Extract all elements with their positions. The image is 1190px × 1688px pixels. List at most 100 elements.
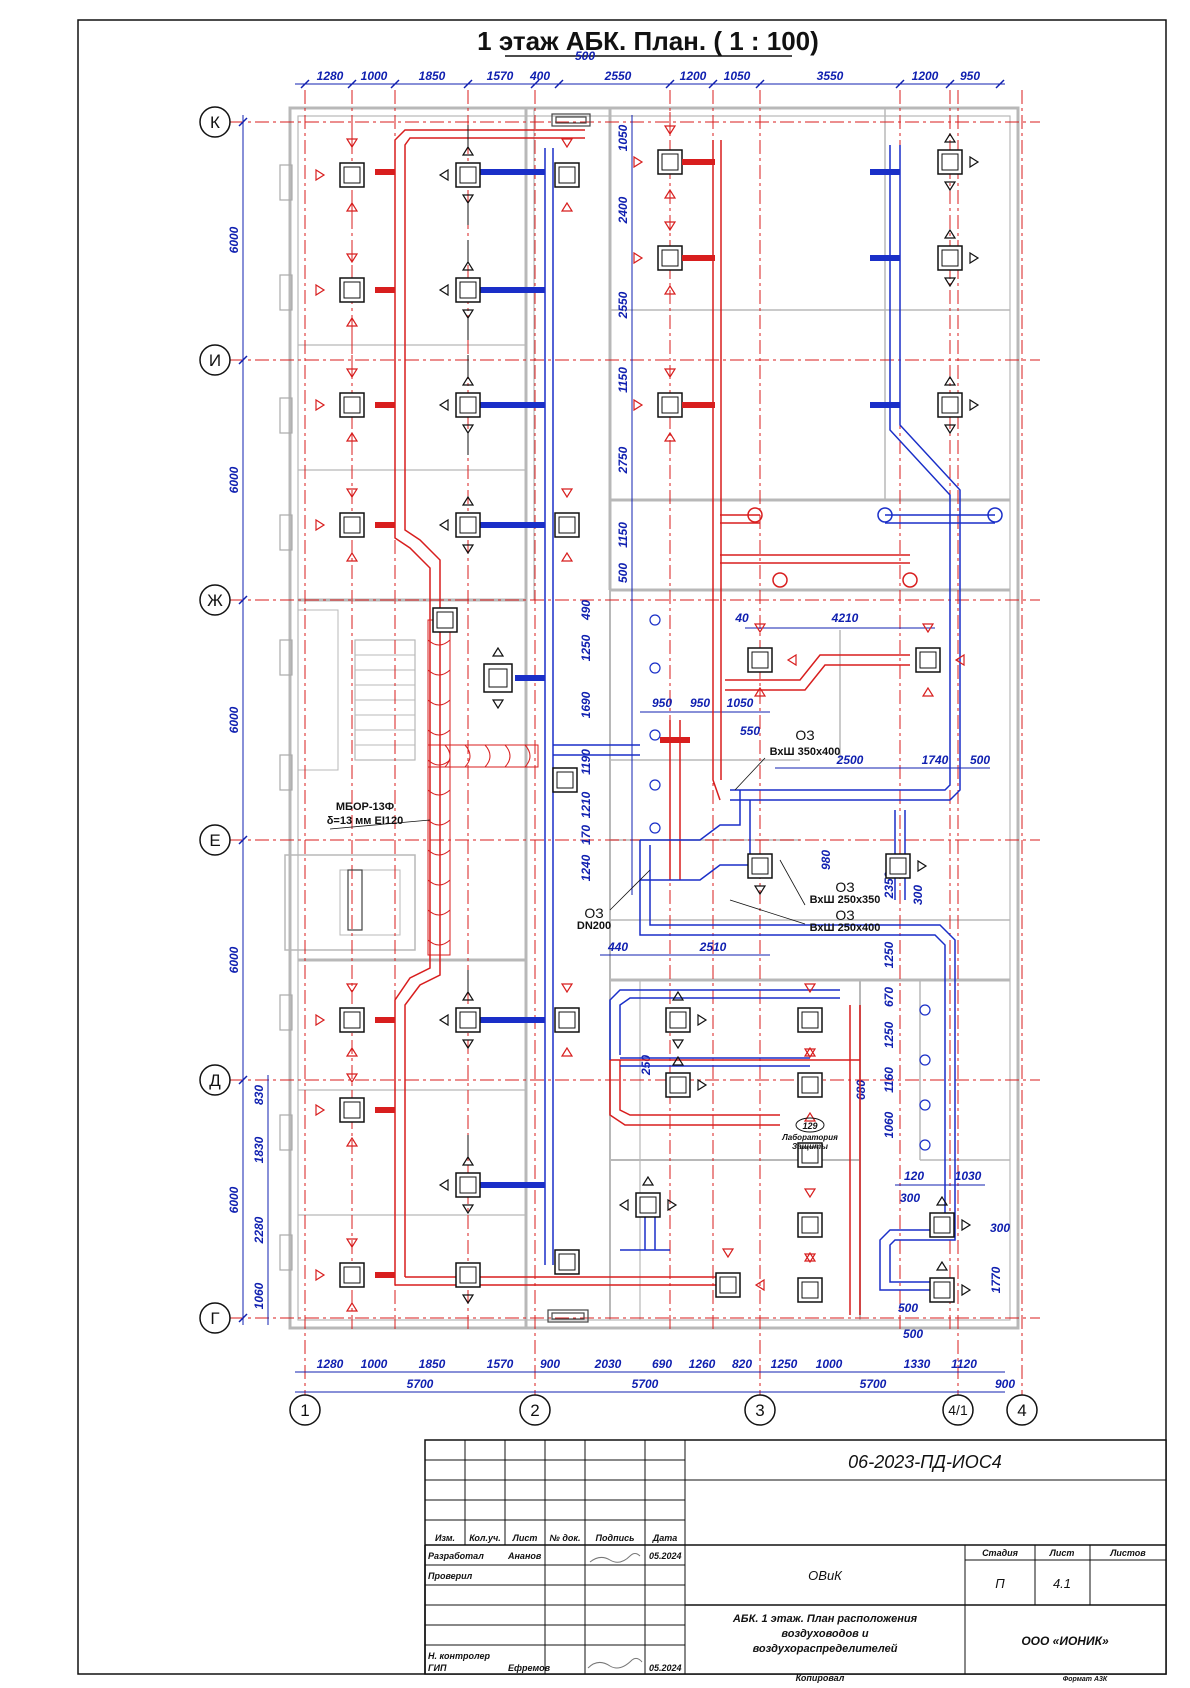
col-axis-3: 3 xyxy=(755,1401,764,1420)
fire-insulation-label-1: МБОР-13Ф xyxy=(336,801,394,813)
dim-ih-14: 300 xyxy=(900,1191,920,1205)
stamp-role: Н. контролер xyxy=(428,1651,490,1661)
diffuser xyxy=(747,623,797,697)
dim-iv-8: 490 xyxy=(579,600,593,621)
stage-value: П xyxy=(995,1576,1005,1591)
dim-irv-1: 980 xyxy=(819,850,833,870)
oz2-size: ВхШ 250х350 xyxy=(810,894,881,906)
room-number: 129 xyxy=(802,1121,817,1131)
dim-ih-2: 4210 xyxy=(831,611,859,625)
dim-total-4: 900 xyxy=(995,1377,1015,1391)
diffuser xyxy=(432,607,458,633)
dim-ih-8: 1740 xyxy=(922,753,949,767)
bottom-dimensions: 1280 1000 1850 1570 900 2030 690 1260 82… xyxy=(317,1301,1016,1391)
dim-left-lower-4: 1060 xyxy=(252,1282,266,1309)
diffuser xyxy=(554,1249,580,1275)
fire-insulated-duct xyxy=(427,619,539,956)
dim-left-lower-2: 1830 xyxy=(252,1136,266,1163)
dim-left-1: 6000 xyxy=(227,226,241,253)
oz1-size: ВхШ 350х400 xyxy=(770,746,841,758)
dim-iv-10: 1690 xyxy=(579,691,593,718)
dim-irv-3: 300 xyxy=(911,885,925,905)
diffuser xyxy=(552,767,578,793)
dim-top-12: 950 xyxy=(960,69,980,83)
col-axis-1: 1 xyxy=(300,1401,309,1420)
round-valves xyxy=(649,507,1003,1151)
diffuser xyxy=(929,1195,972,1238)
copied-label: Копировал xyxy=(796,1673,845,1683)
hdr-sheet: Лист xyxy=(512,1533,538,1543)
dim-bot-11: 1000 xyxy=(816,1357,843,1371)
dim-ih-3: 950 xyxy=(652,696,672,710)
fire-insulation-label-2: δ=13 мм EI120 xyxy=(327,815,403,827)
dim-irv-11: 1770 xyxy=(989,1266,1003,1293)
dim-bot-9: 820 xyxy=(732,1357,752,1371)
stamp-role: ГИП xyxy=(428,1663,447,1673)
dim-ih-15: 300 xyxy=(990,1221,1010,1235)
dim-ih-5: 1050 xyxy=(727,696,754,710)
dimension-ticks xyxy=(238,79,1005,1323)
row-axis-zh: Ж xyxy=(207,591,223,610)
sheet-header: Лист xyxy=(1049,1548,1075,1558)
stamp-date: 05.2024 xyxy=(649,1551,682,1561)
dim-bot-2: 1000 xyxy=(361,1357,388,1371)
company-name: ООО «ИОНИК» xyxy=(1021,1634,1109,1648)
stamp-role: Разработал xyxy=(428,1551,484,1561)
oz4-size: DN200 xyxy=(577,920,611,932)
dim-bot-12: 500 xyxy=(898,1301,918,1315)
hdr-date: Дата xyxy=(652,1533,678,1543)
dim-iv-1: 1050 xyxy=(616,124,630,151)
diffuser xyxy=(937,132,980,192)
dim-iv-12: 1210 xyxy=(579,791,593,818)
air-diffusers xyxy=(315,112,980,1312)
title-block: 06-2023-ПД-ИОС4 Изм. Кол.уч. Лист № док.… xyxy=(424,1439,1167,1675)
dim-bot-14: 1330 xyxy=(904,1357,931,1371)
dim-bot-6: 2030 xyxy=(594,1357,622,1371)
diffuser xyxy=(438,240,481,340)
inner-horizontal-dimensions: 40 4210 950 950 1050 550 2500 1740 500 4… xyxy=(600,611,1010,1235)
diffuser xyxy=(438,355,481,455)
dim-ih-12: 120 xyxy=(904,1169,924,1183)
diffuser xyxy=(633,112,715,199)
hdr-change: Изм. xyxy=(435,1533,455,1543)
dim-top-5: 400 xyxy=(529,69,550,83)
diffuser xyxy=(315,355,365,455)
oz2-label: ОЗ xyxy=(835,879,854,895)
dim-bot-1: 1280 xyxy=(317,1357,344,1371)
dim-bot-5: 900 xyxy=(540,1357,560,1371)
dim-bot-15: 1120 xyxy=(951,1357,977,1371)
section-name: ОВиК xyxy=(808,1568,843,1583)
diffuser xyxy=(554,983,580,1057)
row-axis-g: Г xyxy=(210,1309,219,1328)
diffuser xyxy=(797,983,823,1057)
dim-bot-13: 500 xyxy=(903,1327,923,1341)
dim-bot-3: 1850 xyxy=(419,1357,446,1371)
dim-iv-11: 1190 xyxy=(579,749,593,775)
diffuser xyxy=(315,1073,365,1147)
sheets-header: Листов xyxy=(1109,1548,1146,1558)
dim-top-2: 1000 xyxy=(361,69,388,83)
dimension-lines xyxy=(242,83,1005,1393)
diffuser xyxy=(438,1135,481,1215)
description-1: АБК. 1 этаж. План расположения xyxy=(732,1613,918,1625)
dim-left-2: 6000 xyxy=(227,466,241,493)
diffuser xyxy=(929,1260,972,1303)
facade-windows xyxy=(279,164,293,1271)
diffuser xyxy=(915,623,965,697)
sheet-frame xyxy=(77,19,1167,1675)
dim-irv-6: 1250 xyxy=(882,1021,896,1048)
dim-ih-1: 40 xyxy=(734,611,749,625)
room-name-2: Защиты xyxy=(792,1142,828,1151)
diffuser xyxy=(554,138,580,212)
drawing-title: 1 этаж АБК. План. ( 1 : 100) xyxy=(477,26,819,56)
diffuser xyxy=(315,1238,365,1312)
diffuser xyxy=(438,970,481,1050)
hdr-qty: Кол.уч. xyxy=(469,1533,501,1543)
dim-top-9: 1050 xyxy=(724,69,751,83)
dim-irv-8: 1060 xyxy=(882,1111,896,1138)
signature-scribble xyxy=(589,1553,641,1563)
description-3: воздухораспределителей xyxy=(753,1643,898,1655)
diffuser xyxy=(455,1262,481,1305)
dim-iv-13: 170 xyxy=(579,825,593,845)
